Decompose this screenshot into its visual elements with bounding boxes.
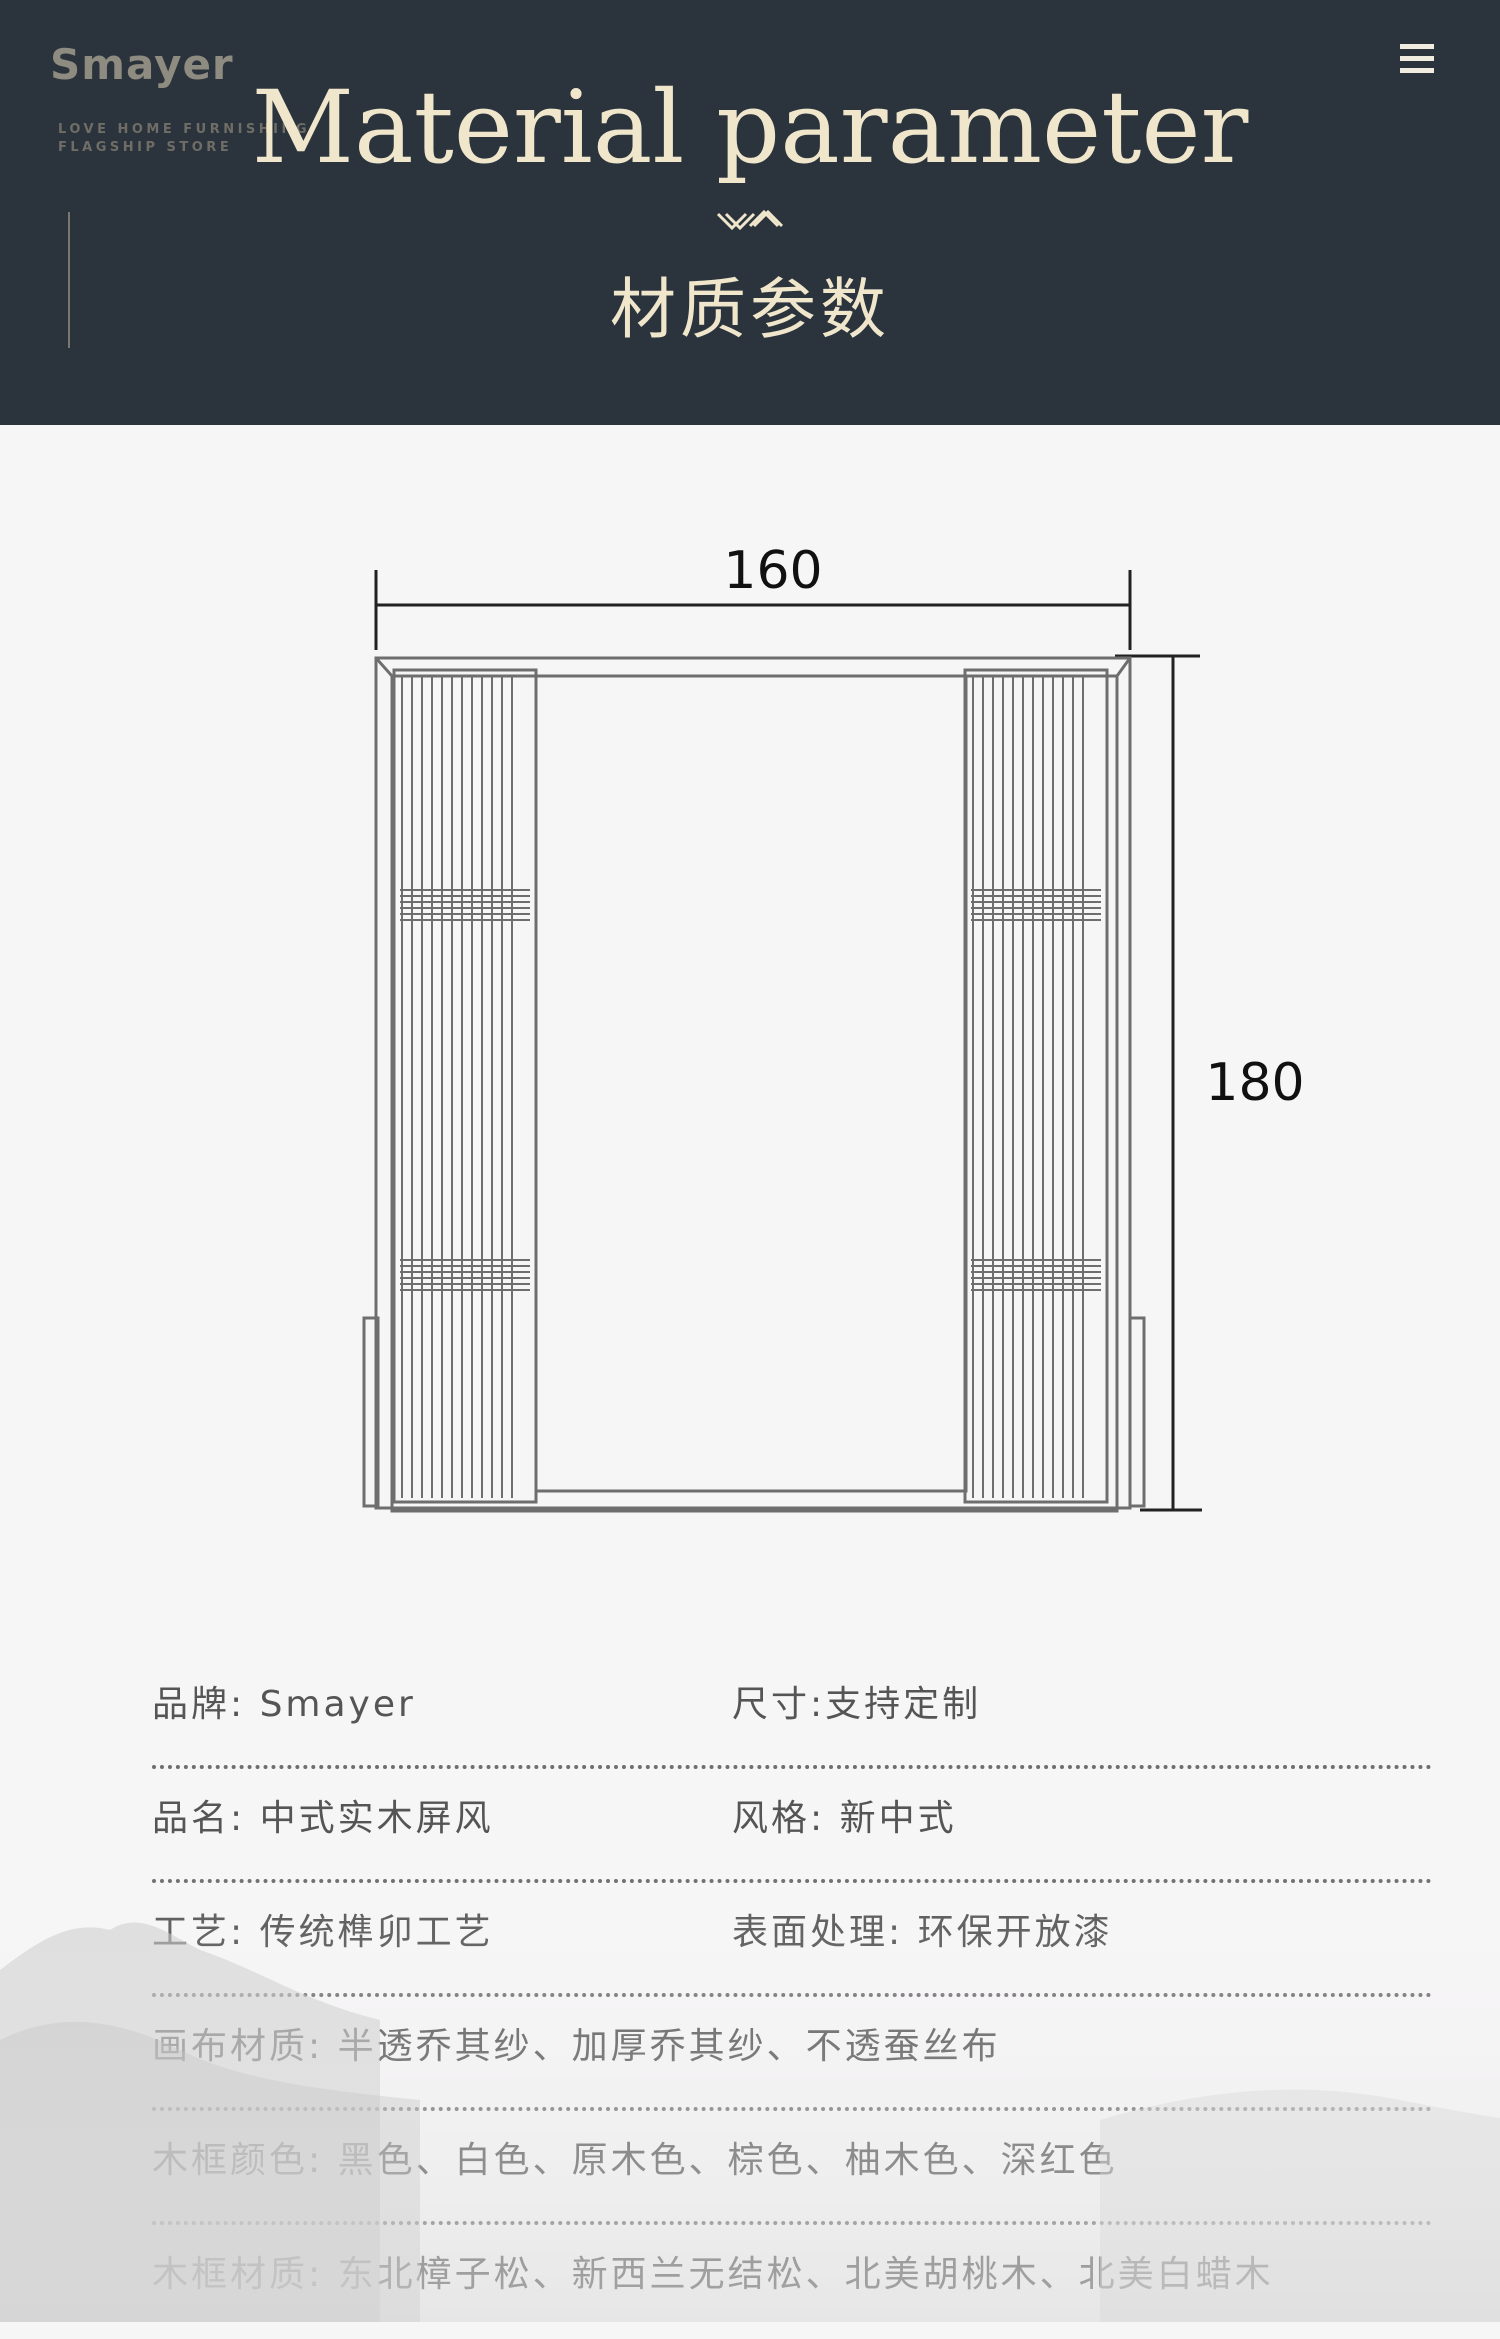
double-chevron-down-icon <box>716 209 784 231</box>
brand-tagline-store: FLAGSHIP STORE <box>58 140 233 155</box>
spec-frame-color: 木框颜色: 黑色、白色、原木色、棕色、柚木色、深红色 <box>152 2140 1118 2181</box>
spec-brand: 品牌: Smayer <box>152 1684 416 1725</box>
spec-frame-material: 木框材质: 东北樟子松、新西兰无结松、北美胡桃木、北美白蜡木 <box>152 2254 1274 2295</box>
header-divider <box>68 212 70 348</box>
height-dimension <box>1115 654 1202 1512</box>
brand-logo: Smayer <box>50 40 234 89</box>
folding-screen-outline <box>362 656 1146 1513</box>
width-label: 160 <box>723 541 822 601</box>
height-label: 180 <box>1205 1053 1304 1113</box>
spec-row: 品牌: Smayer 尺寸:支持定制 <box>152 1655 1432 1769</box>
screen-dimension-drawing: 160 180 <box>362 541 1305 1513</box>
right-panel-slats <box>971 676 1101 1498</box>
page-header: Smayer LOVE HOME FURNISHING FLAGSHIP STO… <box>0 0 1500 425</box>
page-title-chinese: 材质参数 <box>610 271 890 348</box>
spec-row: 工艺: 传统榫卯工艺 表面处理: 环保开放漆 <box>152 1883 1432 1997</box>
spec-style: 风格: 新中式 <box>732 1798 957 1839</box>
width-dimension <box>374 570 1132 650</box>
spec-product-name: 品名: 中式实木屏风 <box>152 1798 494 1839</box>
spec-size: 尺寸:支持定制 <box>732 1684 982 1725</box>
spec-row: 画布材质: 半透乔其纱、加厚乔其纱、不透蚕丝布 <box>152 1997 1432 2111</box>
spec-table: 品牌: Smayer 尺寸:支持定制 品名: 中式实木屏风 风格: 新中式 工艺… <box>152 1655 1432 2339</box>
spec-craft: 工艺: 传统榫卯工艺 <box>152 1912 494 1953</box>
spec-surface: 表面处理: 环保开放漆 <box>732 1912 1113 1953</box>
spec-fabric: 画布材质: 半透乔其纱、加厚乔其纱、不透蚕丝布 <box>152 2026 1001 2067</box>
page-title-english: Material parameter <box>251 69 1249 186</box>
hamburger-menu-icon[interactable] <box>1400 44 1434 74</box>
left-panel-slats <box>400 676 530 1498</box>
spec-row: 木框颜色: 黑色、白色、原木色、棕色、柚木色、深红色 <box>152 2111 1432 2225</box>
brand-tagline: LOVE HOME FURNISHING <box>58 122 311 137</box>
spec-row: 品名: 中式实木屏风 风格: 新中式 <box>152 1769 1432 1883</box>
